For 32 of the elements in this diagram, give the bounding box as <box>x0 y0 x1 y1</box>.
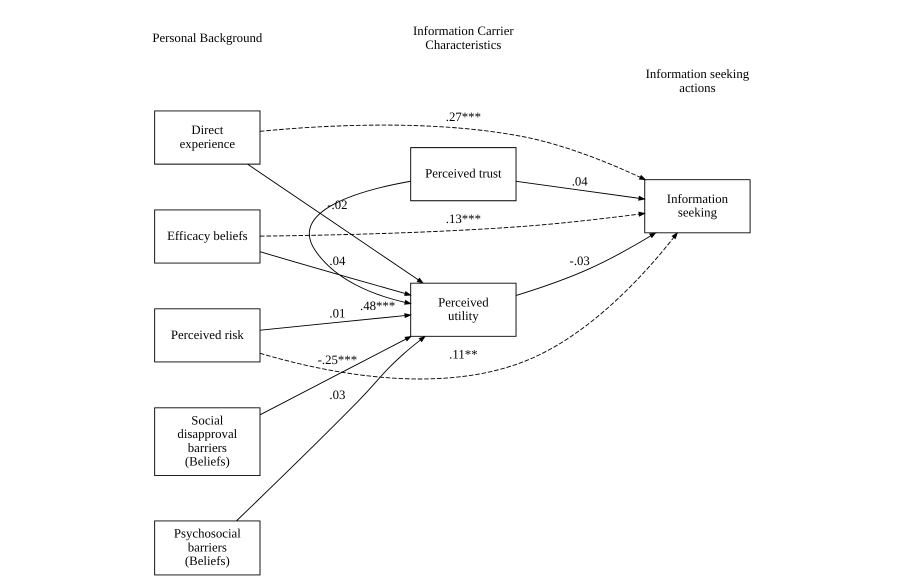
edge-label: .48*** <box>360 299 396 314</box>
arrow <box>516 232 657 296</box>
edge-label: .04 <box>329 254 346 268</box>
edge-label: .03 <box>329 388 346 402</box>
edge-label: -.25*** <box>318 352 358 367</box>
label: Information seeking actions <box>646 67 750 95</box>
node-box: Social disapproval barriers (Beliefs) <box>154 407 260 476</box>
arrow <box>260 212 646 237</box>
arrow <box>260 313 412 331</box>
edge-label: -.03 <box>570 254 590 268</box>
arrow <box>516 180 646 201</box>
arrow <box>308 180 412 305</box>
arrow <box>247 164 424 284</box>
node-box: Efficacy beliefs <box>154 209 260 264</box>
label: Information Carrier Characteristics <box>413 24 514 52</box>
arrow <box>236 336 426 522</box>
arrow <box>260 251 412 296</box>
edge-label: .01 <box>329 306 346 320</box>
node-box: Information seeking <box>644 179 751 234</box>
arrow <box>260 232 678 380</box>
node-box: Psychosocial barriers (Beliefs) <box>154 520 260 576</box>
node-box: Perceived risk <box>154 308 260 362</box>
label: Personal Background <box>152 31 262 45</box>
edge-label: .27*** <box>446 110 481 124</box>
node-box: Direct experience <box>154 110 260 165</box>
arrow <box>260 124 647 180</box>
node-box: Perceived trust <box>410 147 516 202</box>
arrow <box>260 336 412 416</box>
edge-label: .13*** <box>446 212 481 226</box>
edge-label: .11** <box>449 347 478 362</box>
edge-label: .04 <box>572 174 588 188</box>
node-box: Perceived utility <box>410 282 516 337</box>
